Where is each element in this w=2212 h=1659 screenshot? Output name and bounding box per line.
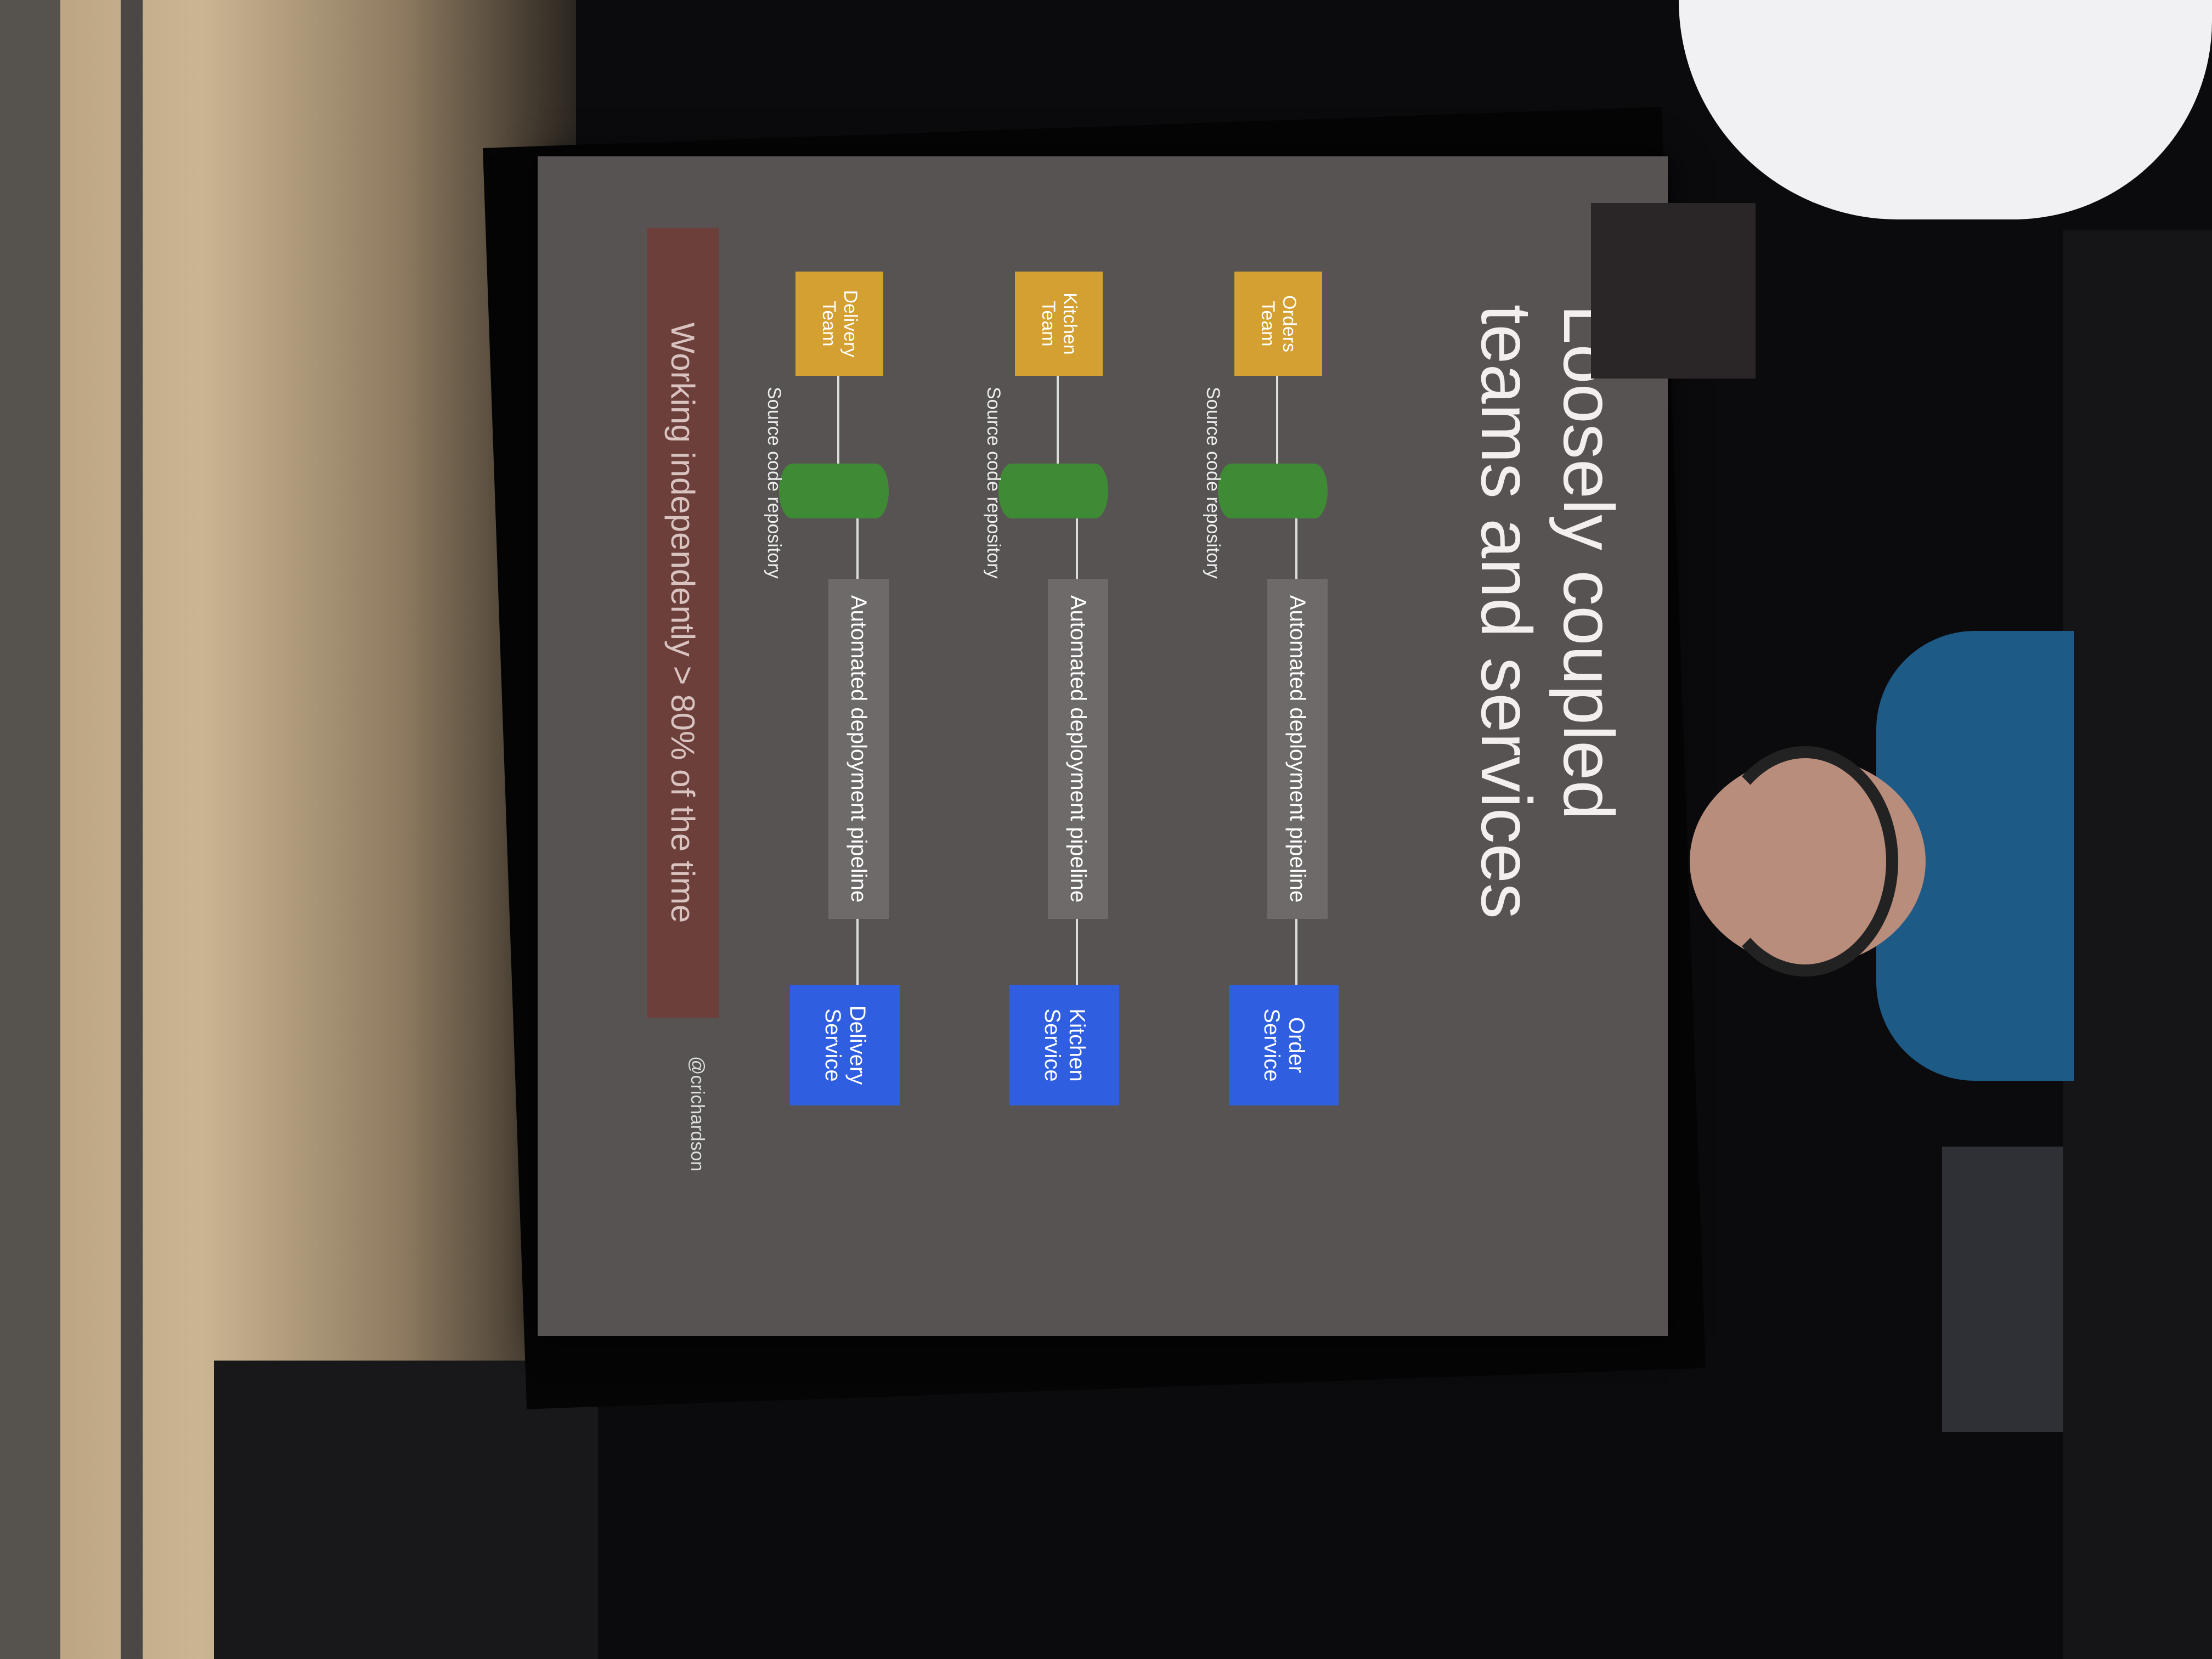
pipeline-box: Automated deployment pipeline xyxy=(828,579,889,919)
repository-cylinder xyxy=(998,464,1108,518)
repo-label: Source code repository xyxy=(983,387,1004,579)
diagram-row: Delivery Team Source code repository Aut… xyxy=(764,206,949,1248)
laptop xyxy=(1942,1147,2063,1432)
slide-title: Loosely coupled teams and services xyxy=(1466,304,1629,919)
repository-cylinder xyxy=(1218,464,1328,518)
projected-slide: Loosely coupled teams and services Order… xyxy=(538,156,1668,1336)
arrow xyxy=(1076,518,1078,579)
stage-cloth xyxy=(2063,230,2212,1659)
diagram-row: Orders Team Source code repository Autom… xyxy=(1203,206,1388,1248)
service-box: Kitchen Service xyxy=(1009,985,1119,1105)
repo-label: Source code repository xyxy=(1203,387,1223,579)
arrow xyxy=(856,919,859,985)
venue-shadow xyxy=(214,1361,598,1659)
repo-label: Source code repository xyxy=(764,387,785,579)
ceiling-beam xyxy=(121,0,143,1659)
ceiling-beam xyxy=(0,0,60,1659)
arrow xyxy=(1076,919,1078,985)
arrow xyxy=(1057,376,1059,464)
team-box: Delivery Team xyxy=(795,272,883,376)
slide-footer-banner: Working independently > 80% of the time xyxy=(647,228,719,1018)
foreground-blur xyxy=(1679,0,2212,219)
repository-cylinder xyxy=(779,464,889,518)
pipeline-box: Automated deployment pipeline xyxy=(1267,579,1328,919)
headphones xyxy=(1712,746,1898,977)
podium xyxy=(1591,203,1756,379)
service-box: Order Service xyxy=(1229,985,1339,1105)
arrow xyxy=(1295,919,1297,985)
speaker-handle: @crichardson xyxy=(687,1056,708,1172)
arrow xyxy=(1295,518,1297,579)
arrow xyxy=(856,518,859,579)
diagram-row: Kitchen Team Source code repository Auto… xyxy=(983,206,1169,1248)
arrow xyxy=(1276,376,1278,464)
service-box: Delivery Service xyxy=(790,985,900,1105)
arrow xyxy=(837,376,839,464)
team-box: Kitchen Team xyxy=(1015,272,1103,376)
team-box: Orders Team xyxy=(1234,272,1322,376)
slide-content: Loosely coupled teams and services Order… xyxy=(565,206,1651,1281)
pipeline-box: Automated deployment pipeline xyxy=(1048,579,1108,919)
